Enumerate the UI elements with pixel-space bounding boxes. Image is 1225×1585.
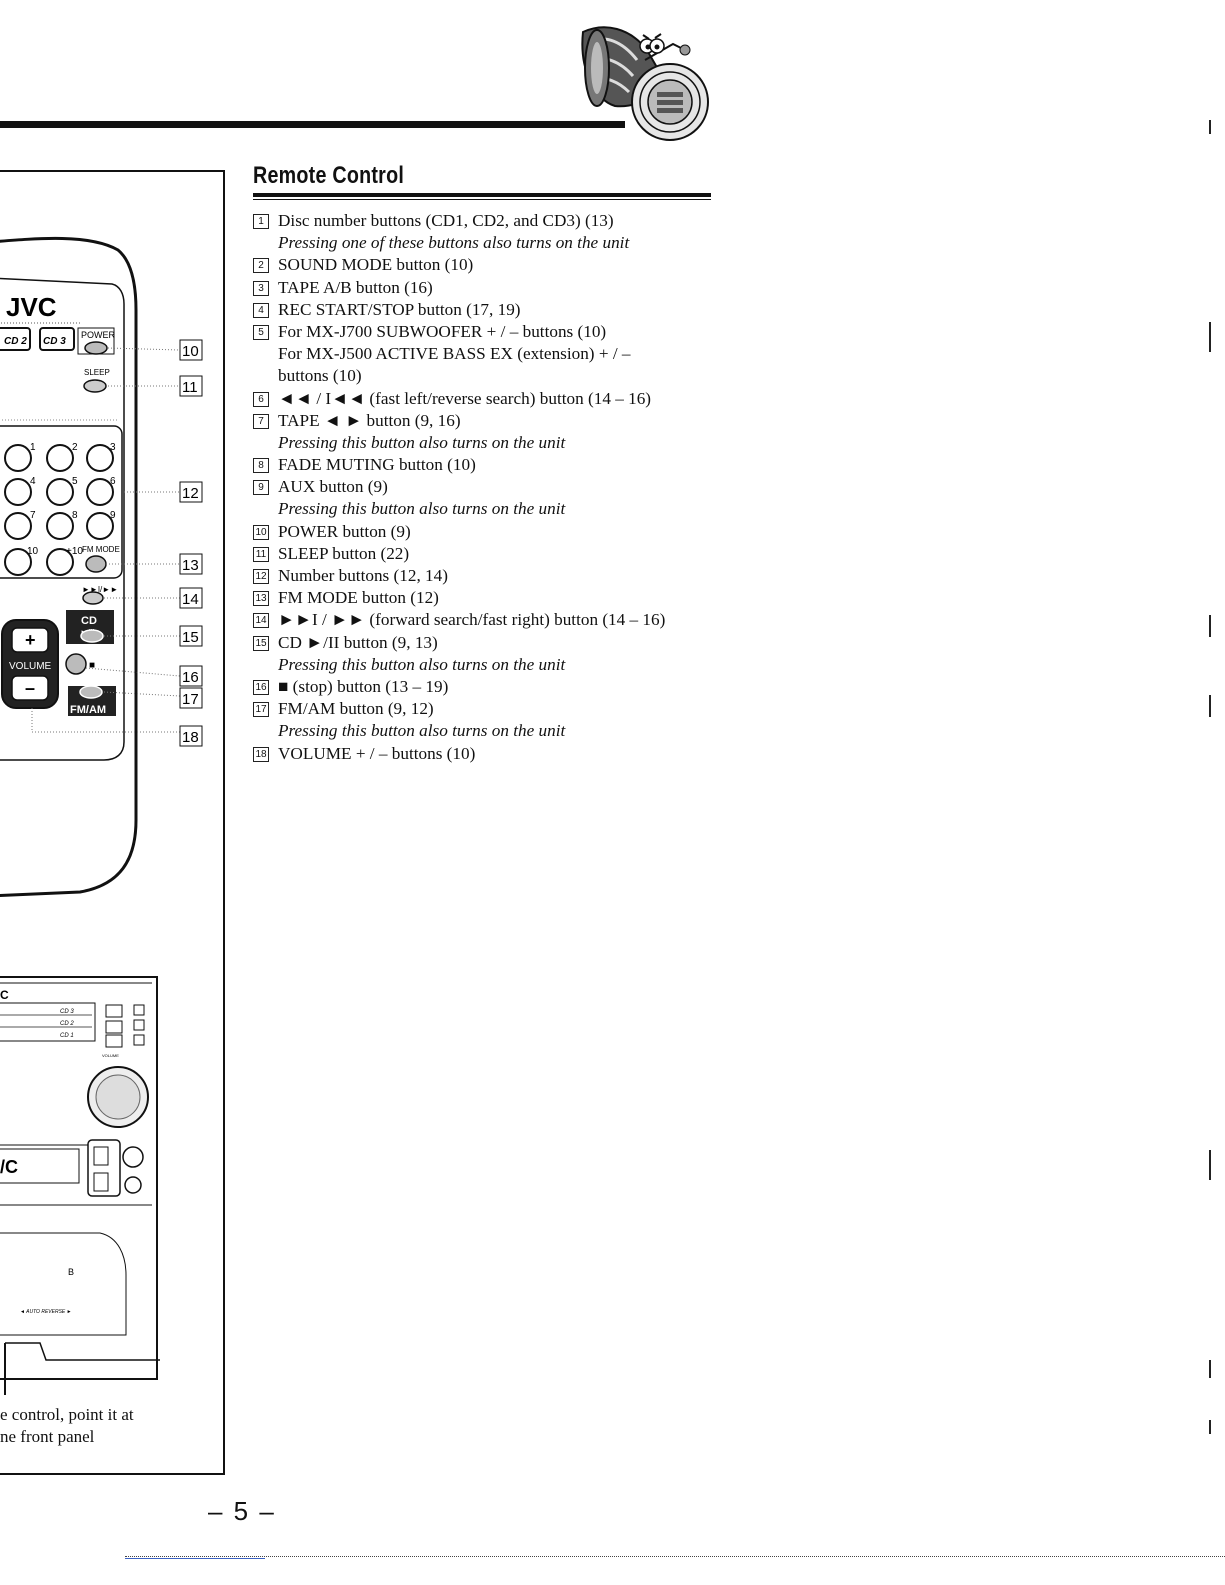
list-item: 14►►I / ►► (forward search/fast right) b…: [253, 609, 713, 631]
bottom-blue-rule: [125, 1558, 265, 1560]
key-3[interactable]: 3: [110, 442, 116, 453]
fwd-search-label: ►►I/►►: [82, 585, 118, 594]
deck-b-label: B: [68, 1267, 74, 1277]
cd2-button[interactable]: [0, 327, 31, 351]
power-button[interactable]: [84, 341, 108, 355]
callout-18: 18: [182, 729, 199, 746]
number-keypad: 1 2 3 4 5 6 7 8 9 10 +10: [4, 442, 116, 576]
key-2[interactable]: 2: [72, 442, 78, 453]
stop-button[interactable]: [65, 653, 87, 675]
power-label: POWER: [81, 330, 116, 340]
unit-cd2-label: CD 2: [60, 1021, 74, 1027]
callout-12: 12: [182, 485, 199, 502]
key-8[interactable]: 8: [72, 510, 78, 521]
page-number: – 5 –: [208, 1496, 276, 1526]
main-unit-illustration: C CD 3 CD 2 CD 1 VOLUME /C B ◄ AUTO REVE…: [0, 976, 160, 1395]
unit-cd1-label: CD 1: [60, 1033, 74, 1039]
unit-brand-mid: /C: [0, 1157, 18, 1177]
volume-down-button[interactable]: [11, 675, 49, 701]
key-4[interactable]: 4: [30, 476, 36, 487]
title-rule: [253, 193, 711, 197]
callout-16: 16: [182, 669, 199, 686]
key-10[interactable]: 10: [27, 546, 39, 557]
callout-11: 11: [182, 379, 198, 396]
fm-mode-button[interactable]: [85, 555, 107, 573]
remote-brand: JVC: [6, 292, 57, 322]
callout-14: 14: [182, 591, 199, 608]
fm-am-label: FM/AM: [70, 704, 106, 716]
remote-control-illustration: JVC CD 2 CD 3 POWER SLEEP 1 2 3 4 5 6 7 …: [0, 236, 203, 898]
list-note: Pressing this button also turns on the u…: [278, 654, 566, 674]
scan-edge-mark: [1209, 120, 1211, 134]
volume-label: VOLUME: [9, 661, 52, 672]
svg-text:–: –: [25, 678, 35, 698]
scan-edge-mark: [1209, 695, 1211, 717]
list-note: Pressing this button also turns on the u…: [278, 432, 566, 452]
bottom-dotted-rule: [125, 1556, 1225, 1558]
key-5[interactable]: 5: [72, 476, 78, 487]
fm-mode-label: FM MODE: [82, 545, 120, 554]
horn-mascot-icon: [581, 26, 709, 141]
header-rule: [0, 121, 625, 128]
illustration-panel: [0, 170, 225, 1475]
unit-volume-label: VOLUME: [102, 1053, 119, 1058]
key-7[interactable]: 7: [30, 510, 36, 521]
scan-edge-mark: [1209, 1150, 1211, 1180]
caption-line-2: ne front panel: [0, 1427, 95, 1446]
scan-edge-mark: [1209, 1420, 1211, 1434]
unit-cd3-label: CD 3: [60, 1009, 74, 1015]
cd-label: CD: [81, 615, 97, 627]
section-title: Remote Control: [253, 162, 405, 189]
list-note: Pressing this button also turns on the u…: [278, 721, 566, 741]
sleep-label: SLEEP: [84, 368, 110, 377]
key-6[interactable]: 6: [110, 476, 116, 487]
title-rule-thin: [253, 199, 711, 200]
callout-13: 13: [182, 557, 199, 574]
list-continuation: For MX-J500 ACTIVE BASS EX (extension) +…: [278, 344, 631, 364]
cd-play-pause-button[interactable]: [80, 629, 104, 643]
cd2-label: CD 2: [4, 336, 27, 347]
key-1[interactable]: 1: [30, 442, 36, 453]
volume-up-button[interactable]: [11, 627, 49, 653]
callout-10: 10: [182, 343, 199, 360]
list-note: Pressing this button also turns on the u…: [278, 499, 566, 519]
fm-am-button[interactable]: [79, 685, 103, 699]
key-plus10[interactable]: +10: [66, 546, 83, 557]
cd3-button[interactable]: [39, 327, 75, 351]
list-item: 6◄◄ / I◄◄ (fast left/reverse search) but…: [253, 388, 713, 410]
list-item: 16■ (stop) button (13 – 19): [253, 676, 713, 698]
cd3-label: CD 3: [43, 336, 66, 347]
scan-edge-mark: [1209, 1360, 1211, 1378]
callout-15: 15: [182, 629, 199, 646]
stop-label: ■: [89, 660, 95, 671]
svg-text:+: +: [25, 630, 36, 650]
fwd-search-button[interactable]: [82, 591, 104, 605]
list-continuation: buttons (10): [278, 366, 362, 386]
key-9[interactable]: 9: [110, 510, 116, 521]
callout-17: 17: [182, 691, 199, 708]
list-note: Pressing one of these buttons also turns…: [278, 233, 630, 253]
scan-edge-mark: [1209, 615, 1211, 637]
auto-reverse-label: ◄ AUTO REVERSE ►: [20, 1309, 72, 1315]
scan-edge-mark: [1209, 322, 1211, 352]
sleep-button[interactable]: [83, 379, 107, 393]
unit-brand-top: C: [0, 988, 9, 1002]
caption-line-1: e control, point it at: [0, 1405, 134, 1424]
